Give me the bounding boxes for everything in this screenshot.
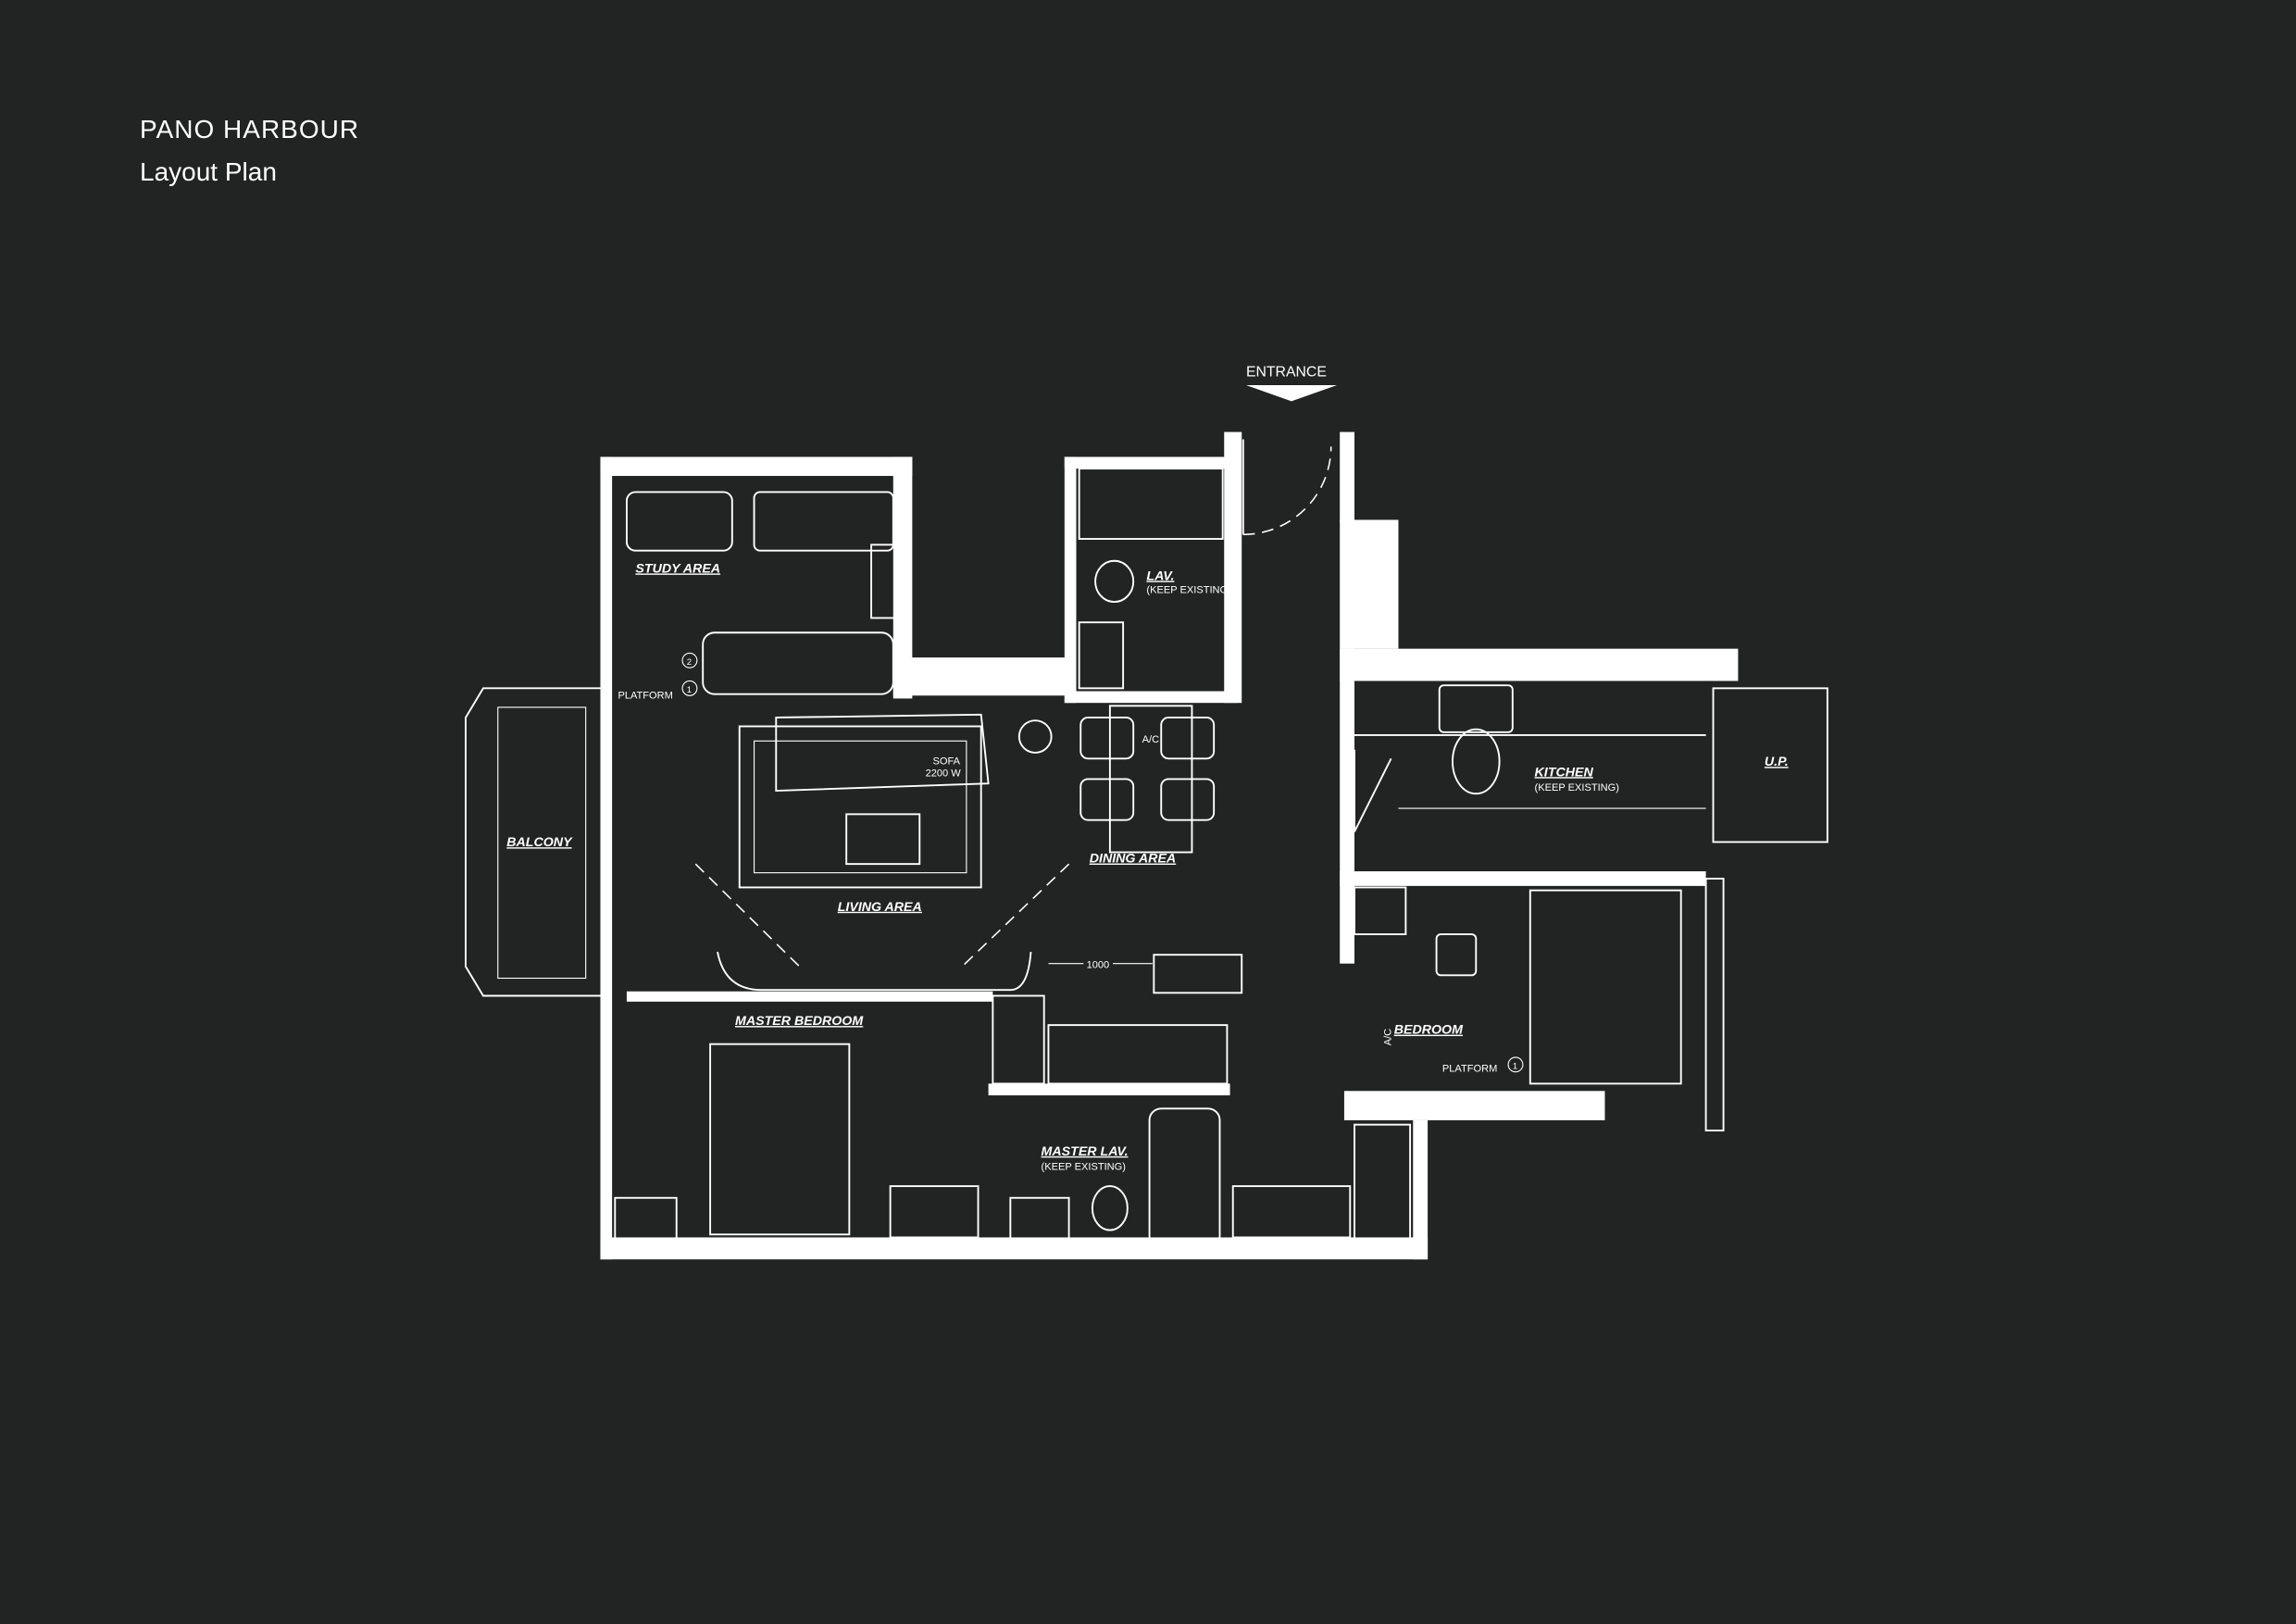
study-wardrobe xyxy=(753,491,894,552)
sofa xyxy=(775,713,990,793)
bedroom-label: BEDROOM xyxy=(1394,1023,1464,1038)
study-bench xyxy=(625,491,733,552)
entrance-arrow-icon xyxy=(1245,384,1338,402)
walls xyxy=(600,431,1739,1260)
marker-1: 1 xyxy=(687,685,692,695)
cabinet xyxy=(614,1196,678,1243)
lav-basin xyxy=(1078,621,1125,690)
entry-door-swing[interactable] xyxy=(1242,446,1332,536)
master-toilet xyxy=(1091,1185,1129,1231)
shaft xyxy=(1153,954,1243,994)
dimension-label: 1000 xyxy=(1087,959,1110,970)
rug xyxy=(738,725,982,889)
person-figure xyxy=(1452,728,1501,795)
wardrobe-2 xyxy=(1354,1123,1412,1243)
sofa-label: SOFA xyxy=(933,756,961,768)
bathtub xyxy=(1148,1107,1221,1249)
utility-platform xyxy=(1712,687,1828,843)
dining-ac-label: A/C xyxy=(1142,734,1159,745)
study-area-label: STUDY AREA xyxy=(635,561,720,576)
kitchen-label: KITCHEN xyxy=(1535,765,1594,780)
marker-3: 1 xyxy=(1513,1062,1517,1072)
sofa-size: 2200 W xyxy=(926,768,962,779)
kitchen-note: (KEEP EXISTING) xyxy=(1535,782,1619,793)
master-wardrobe xyxy=(992,994,1045,1085)
plan-subtitle: Layout Plan xyxy=(140,157,277,186)
master-lav-note: (KEEP EXISTING) xyxy=(1042,1162,1126,1173)
project-title: PANO HARBOUR xyxy=(140,115,360,144)
master-bedroom-label: MASTER BEDROOM xyxy=(735,1014,864,1029)
bedroom-platform-label: PLATFORM xyxy=(1442,1064,1497,1075)
wardrobe xyxy=(1231,1185,1352,1239)
master-bed xyxy=(709,1043,851,1236)
tv-console xyxy=(717,951,1032,992)
lav-note: (KEEP EXISTING) xyxy=(1146,585,1230,596)
bedroom-bed xyxy=(1529,889,1682,1085)
study-cabinet xyxy=(870,543,899,619)
marker-2: 2 xyxy=(687,657,692,668)
living-area-label: LIVING AREA xyxy=(838,900,922,915)
entrance-label: ENTRANCE xyxy=(1246,364,1327,380)
bedroom-chair xyxy=(1435,933,1478,977)
lav-toilet xyxy=(1094,559,1135,603)
kitchen-door[interactable] xyxy=(1354,749,1392,832)
up-label: U.P. xyxy=(1765,755,1789,769)
master-wardrobe-2 xyxy=(1047,1024,1229,1085)
ceiling-fan-icon xyxy=(1017,719,1053,754)
kitchen-sink xyxy=(1438,684,1514,733)
dining-area-label: DINING AREA xyxy=(1090,852,1176,867)
study-desk xyxy=(702,631,894,695)
master-lav-label: MASTER LAV. xyxy=(1042,1144,1129,1159)
balcony-outline xyxy=(465,687,601,997)
master-basin xyxy=(1009,1196,1070,1243)
balcony-label: BALCONY xyxy=(506,835,573,850)
lav-label: LAV. xyxy=(1146,568,1174,583)
bedroom-wardrobe xyxy=(1354,886,1407,936)
bedroom-ac-label: A/C xyxy=(1383,1029,1394,1045)
lav-shower xyxy=(1078,468,1224,540)
coffee-table xyxy=(845,813,921,866)
platform-label: PLATFORM xyxy=(618,690,672,701)
